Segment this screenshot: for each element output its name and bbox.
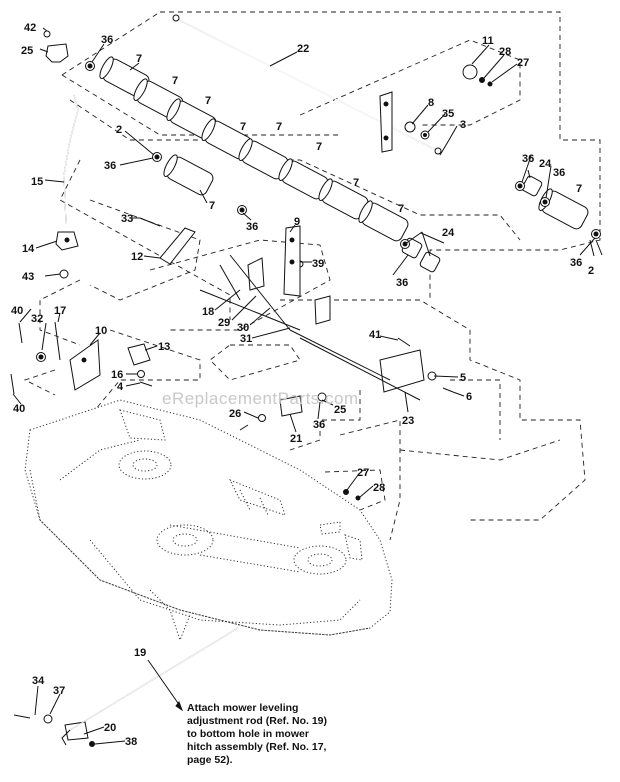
bolts xyxy=(10,139,595,719)
label-7: 7 xyxy=(353,177,359,189)
label-40: 40 xyxy=(11,305,23,317)
label-9: 9 xyxy=(294,216,300,228)
label-14: 14 xyxy=(22,243,35,255)
label-36: 36 xyxy=(553,167,565,179)
label-23: 23 xyxy=(402,415,414,427)
label-38: 38 xyxy=(125,736,137,748)
label-7: 7 xyxy=(209,200,215,212)
note-line-4: hitch assembly (Ref. No. 17, xyxy=(187,741,327,753)
label-19: 19 xyxy=(134,647,146,659)
label-36: 36 xyxy=(104,160,116,172)
label-36: 36 xyxy=(570,257,582,269)
label-2: 2 xyxy=(116,124,122,136)
label-18: 18 xyxy=(202,306,214,318)
label-24: 24 xyxy=(442,227,455,239)
assembly-boundary-lines xyxy=(23,11,601,541)
label-21: 21 xyxy=(290,433,302,445)
label-2: 2 xyxy=(588,265,594,277)
anti-scalp-rollers xyxy=(99,56,589,273)
label-32: 32 xyxy=(31,313,43,325)
label-7: 7 xyxy=(205,95,211,107)
watermark-text: eReplacementParts.com xyxy=(162,389,359,408)
note-line-5: page 52). xyxy=(187,754,233,766)
arrowhead xyxy=(175,700,184,712)
label-33: 33 xyxy=(121,213,133,225)
label-7: 7 xyxy=(276,121,282,133)
label-36: 36 xyxy=(313,419,325,431)
label-30: 30 xyxy=(237,322,249,334)
label-8: 8 xyxy=(428,97,434,109)
label-27: 27 xyxy=(357,467,369,479)
brackets xyxy=(54,91,425,741)
mower-deck-outline xyxy=(24,399,393,642)
label-7: 7 xyxy=(398,203,404,215)
label-17: 17 xyxy=(54,305,66,317)
leader-lines xyxy=(12,27,603,745)
label-7: 7 xyxy=(576,183,582,195)
label-16: 16 xyxy=(111,369,123,381)
leveling-adjustment-rod xyxy=(61,627,239,746)
label-7: 7 xyxy=(240,121,246,133)
label-28: 28 xyxy=(373,482,385,494)
label-36: 36 xyxy=(522,153,534,165)
label-15: 15 xyxy=(31,176,43,188)
label-11: 11 xyxy=(482,35,494,47)
label-7: 7 xyxy=(316,141,322,153)
note-line-3: to bottom hole in mower xyxy=(187,728,309,740)
part-number-labels: 42 25 36 7 22 11 28 27 7 7 7 8 35 3 2 36… xyxy=(11,22,594,748)
label-3: 3 xyxy=(460,119,466,131)
label-36: 36 xyxy=(396,277,408,289)
label-24: 24 xyxy=(539,158,552,170)
label-7: 7 xyxy=(136,53,142,65)
label-28: 28 xyxy=(499,46,511,58)
label-25: 25 xyxy=(334,404,346,416)
label-40: 40 xyxy=(13,403,25,415)
label-39: 39 xyxy=(312,258,324,270)
label-25: 25 xyxy=(21,45,33,57)
height-adjust-handle xyxy=(45,43,79,251)
label-31: 31 xyxy=(240,333,252,345)
label-35: 35 xyxy=(442,108,454,120)
label-26: 26 xyxy=(229,408,241,420)
label-20: 20 xyxy=(104,722,116,734)
label-34: 34 xyxy=(32,675,45,687)
label-42: 42 xyxy=(24,22,36,34)
label-36: 36 xyxy=(246,221,258,233)
note-line-1: Attach mower leveling xyxy=(187,702,298,714)
washers-and-nuts xyxy=(36,30,601,747)
label-5: 5 xyxy=(460,372,466,384)
label-12: 12 xyxy=(131,251,143,263)
label-41: 41 xyxy=(369,329,381,341)
label-37: 37 xyxy=(53,685,65,697)
label-43: 43 xyxy=(22,271,34,283)
label-4: 4 xyxy=(117,381,124,393)
label-36: 36 xyxy=(101,34,113,46)
label-10: 10 xyxy=(95,325,107,337)
label-27: 27 xyxy=(517,57,529,69)
label-6: 6 xyxy=(466,391,472,403)
label-22: 22 xyxy=(297,43,309,55)
instruction-note: Attach mower leveling adjustment rod (Re… xyxy=(187,702,327,766)
label-29: 29 xyxy=(218,317,230,329)
rear-axle-rod xyxy=(172,14,442,155)
label-7: 7 xyxy=(172,75,178,87)
label-13: 13 xyxy=(158,341,170,353)
lift-linkage xyxy=(199,254,421,401)
note-line-2: adjustment rod (Ref. No. 19) xyxy=(187,715,327,727)
